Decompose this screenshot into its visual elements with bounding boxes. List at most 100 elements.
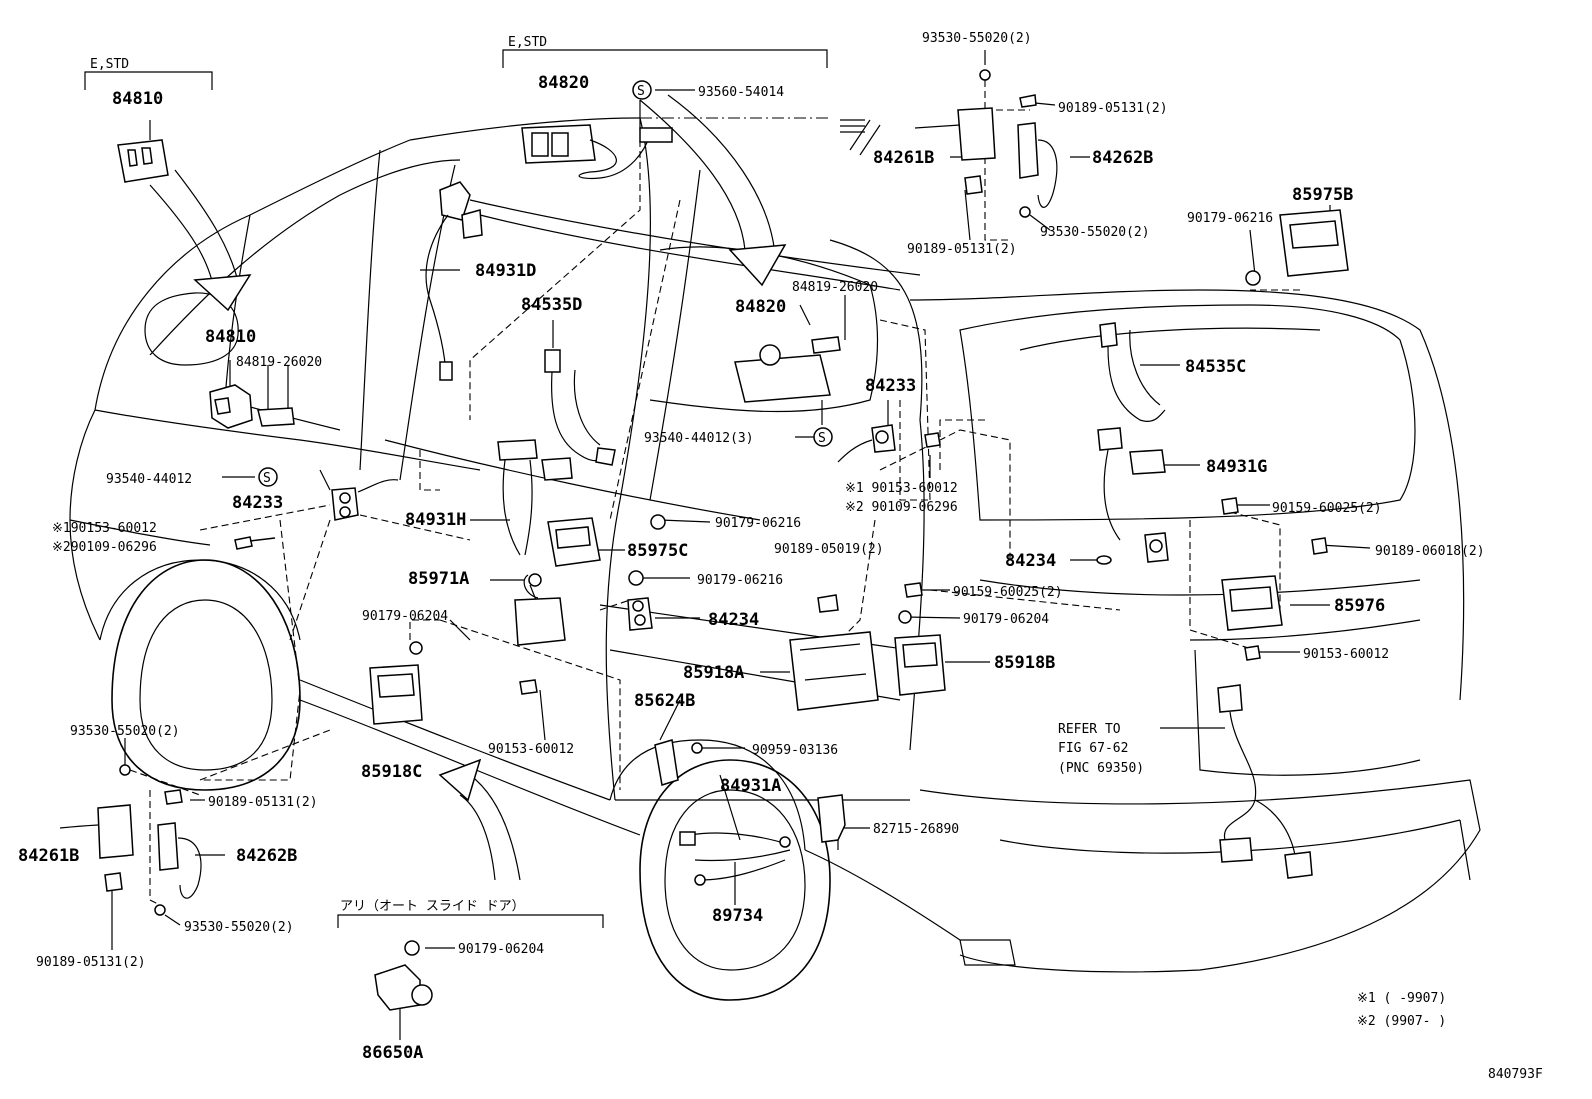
label-90179-06204-left: 90179-06204	[362, 609, 448, 624]
label-90153-60012-center: ※1 90153-60012	[845, 481, 958, 496]
screw-90153-r-icon	[1244, 645, 1261, 661]
label-85918c: 85918C	[361, 762, 422, 782]
sensor-85624b-icon	[654, 739, 679, 786]
note-refer-to-3: (PNC 69350)	[1058, 761, 1144, 776]
clip-90189-06018-icon	[1311, 537, 1328, 555]
svg-text:S: S	[818, 431, 826, 446]
label-90153-60012-right: 90153-60012	[1303, 647, 1389, 662]
label-82715-26890: 82715-26890	[873, 822, 959, 837]
cable-84535c-icon	[1099, 322, 1118, 348]
label-84261b-top: 84261B	[873, 148, 934, 168]
label-90179-06216-mid: 90179-06216	[715, 516, 801, 531]
bolt-90159-c-icon	[904, 582, 923, 598]
label-85918a: 85918A	[683, 663, 744, 683]
harness-rear-icon	[1217, 684, 1243, 713]
label-90179-06216-right: 90179-06216	[1187, 211, 1273, 226]
label-85976: 85976	[1334, 596, 1385, 616]
label-90189-05131-top1: 90189-05131(2)	[1058, 101, 1168, 116]
note-auto-slide-door: アリ（オート スライド ドア）	[340, 899, 525, 914]
label-90179-06216-mid2: 90179-06216	[697, 573, 783, 588]
bolt-90159-r-icon	[1221, 497, 1239, 515]
clip-90189-05131-bl-icon	[164, 789, 183, 805]
label-93530-55020-bl1: 93530-55020(2)	[70, 724, 180, 739]
harness-84931g-icon	[1097, 427, 1123, 451]
svg-text:S: S	[637, 84, 645, 99]
ecu-85918a-icon	[789, 631, 879, 711]
clip-90189-05019-icon	[817, 594, 839, 613]
label-84234-right: 84234	[1005, 551, 1056, 571]
s-mark-93540-3-icon	[813, 427, 833, 447]
switch-84810-icon	[209, 384, 253, 429]
label-90189-05019: 90189-05019(2)	[774, 542, 884, 557]
sensor-84261b-left-icon	[97, 804, 134, 859]
harness-84931d-icon	[439, 181, 471, 221]
actuator-86650a-icon	[374, 964, 421, 1011]
label-90153-60012-mid: 90153-60012	[488, 742, 574, 757]
relay-85971a-icon	[514, 597, 566, 646]
nut-90179-06204-c-icon	[898, 610, 912, 624]
actuator-84820-icon	[734, 354, 831, 403]
label-84262b-left: 84262B	[236, 846, 297, 866]
note-refer-to-1: REFER TO	[1058, 722, 1121, 737]
footnote-1: ※1 ( -9907)	[1357, 991, 1446, 1006]
nut-90179-06204-b-icon	[404, 940, 420, 956]
label-90189-05131-top2: 90189-05131(2)	[907, 242, 1017, 257]
label-90189-05131-bl2: 90189-05131(2)	[36, 955, 146, 970]
label-85975c: 85975C	[627, 541, 688, 561]
label-84820-std: 84820	[538, 73, 589, 93]
label-84233-left: 84233	[232, 493, 283, 513]
label-85624b: 85624B	[634, 691, 695, 711]
switch-84810-std-icon	[117, 139, 169, 183]
label-93540-44012: 93540-44012	[106, 472, 192, 487]
label-84810: 84810	[205, 327, 256, 347]
note-estd-left: E,STD	[90, 57, 129, 72]
nut-90179-06216-icon	[650, 514, 666, 530]
label-84931h: 84931H	[405, 510, 466, 530]
svg-text:S: S	[263, 471, 271, 486]
part-icons: S S S	[59, 69, 1349, 1011]
note-estd-mid: E,STD	[508, 35, 547, 50]
part-number-labels: E,STD 84810 84810 84819-26020 93540-4401…	[18, 31, 1543, 1082]
label-90189-06018: 90189-06018(2)	[1375, 544, 1485, 559]
s-mark-93560-icon	[632, 80, 652, 100]
nut-90179-06204-left-icon	[409, 641, 423, 655]
label-90189-05131-bl1: 90189-05131(2)	[208, 795, 318, 810]
label-86650a: 86650A	[362, 1043, 423, 1063]
label-90153-60012-left: ※190153-60012	[52, 521, 157, 536]
label-84810-std: 84810	[112, 89, 163, 109]
label-84931d: 84931D	[475, 261, 536, 281]
label-84535c: 84535C	[1185, 357, 1246, 377]
label-84820-center: 84820	[735, 297, 786, 317]
label-93530-55020-top2: 93530-55020(2)	[1040, 225, 1150, 240]
label-90159-60025-center: 90159-60025(2)	[953, 585, 1063, 600]
label-89734: 89734	[712, 906, 763, 926]
label-90109-06296-center: ※2 90109-06296	[845, 500, 958, 515]
sensor-84261b-top-icon	[957, 107, 996, 161]
label-84233-center: 84233	[865, 376, 916, 396]
nut-90179-06216-r-icon	[1245, 270, 1261, 286]
label-84819-26020-center: 84819-26020	[792, 280, 878, 295]
label-84234-mid: 84234	[708, 610, 759, 630]
label-90109-06296-left: ※290109-06296	[52, 540, 157, 555]
label-85971a: 85971A	[408, 569, 469, 589]
label-90179-06204-center: 90179-06204	[963, 612, 1049, 627]
label-84931g: 84931G	[1206, 457, 1267, 477]
nut-90179-06216-b-icon	[628, 570, 644, 586]
label-90159-60025-right: 90159-60025(2)	[1272, 501, 1382, 516]
clip-84819-26020-icon	[257, 407, 295, 427]
label-85975b: 85975B	[1292, 185, 1353, 205]
label-84819-26020-left: 84819-26020	[236, 355, 322, 370]
label-93530-55020-bl2: 93530-55020(2)	[184, 920, 294, 935]
label-84262b-top: 84262B	[1092, 148, 1153, 168]
figure-number: 840793F	[1488, 1067, 1543, 1082]
bracket-82715-icon	[817, 794, 846, 843]
screw-90153-left-icon	[234, 536, 276, 550]
label-84535d: 84535D	[521, 295, 582, 315]
label-85918b: 85918B	[994, 653, 1055, 673]
label-84261b-left: 84261B	[18, 846, 79, 866]
label-93540-44012-3: 93540-44012(3)	[644, 431, 754, 446]
s-mark-93540-icon	[258, 467, 278, 487]
label-93560-54014: 93560-54014	[698, 85, 784, 100]
